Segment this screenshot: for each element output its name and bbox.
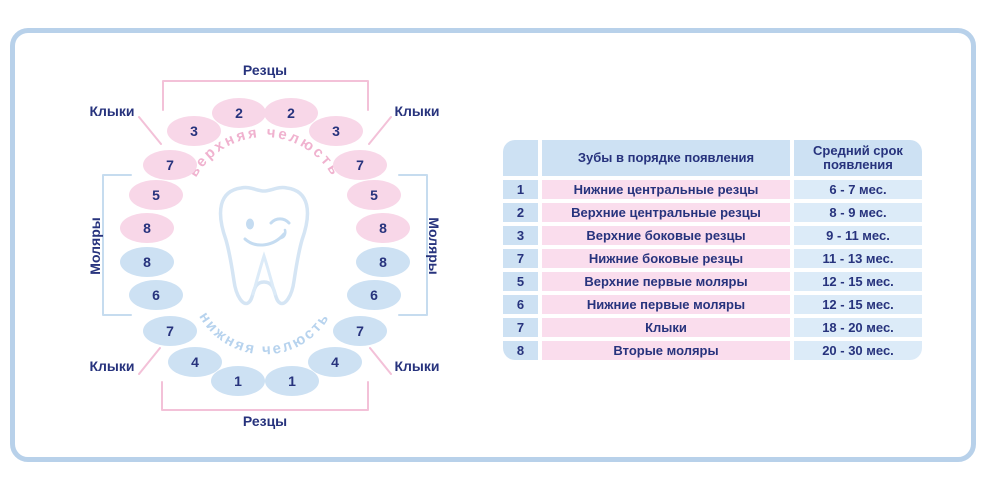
tooth-oval-upper-7-left: 7 <box>143 150 197 180</box>
tooth-wink-eye <box>269 217 291 225</box>
molars-left-bracket <box>102 174 132 316</box>
tooth-oval-upper-5-right: 5 <box>347 180 401 210</box>
table-row-name: Вторые моляры <box>542 341 790 360</box>
tooth-root-gap-line <box>251 251 277 296</box>
tooth-oval-lower-1-right: 1 <box>265 366 319 396</box>
tooth-oval-upper-5-left: 5 <box>129 180 183 210</box>
table-row-num: 6 <box>503 295 538 314</box>
diagram-lines-svg: верхняя челюсть нижняя челюсть <box>102 80 428 411</box>
tooth-oval-lower-8-left: 8 <box>120 247 174 277</box>
molars-right-bracket <box>398 174 428 316</box>
table-row-name: Нижние первые моляры <box>542 295 790 314</box>
table-row-name: Верхние центральные резцы <box>542 203 790 222</box>
tooth-oval-upper-8-left: 8 <box>120 213 174 243</box>
table-row-time: 6 - 7 мес. <box>794 180 922 199</box>
label-canines-top-right: Клыки <box>394 103 440 119</box>
tooth-oval-upper-2-right: 2 <box>264 98 318 128</box>
tooth-oval-lower-4-right: 4 <box>308 347 362 377</box>
tooth-oval-lower-7-right: 7 <box>333 316 387 346</box>
table-row-num: 7 <box>503 249 538 268</box>
table-header-time: Средний срок появления <box>794 140 922 176</box>
table-row-time: 12 - 15 мес. <box>794 272 922 291</box>
tooth-oval-lower-4-left: 4 <box>168 347 222 377</box>
tooth-oval-lower-8-right: 8 <box>356 247 410 277</box>
tooth-smile-curl <box>279 228 287 240</box>
canine-line-top-right <box>368 116 392 145</box>
label-molars-left: Моляры <box>87 217 103 275</box>
label-incisors-bottom: Резцы <box>242 413 288 429</box>
label-incisors-top: Резцы <box>242 62 288 78</box>
label-canines-top-left: Клыки <box>89 103 135 119</box>
tooth-left-eye <box>246 218 254 230</box>
incisors-top-bracket <box>162 80 369 111</box>
teeth-diagram: верхняя челюсть нижняя челюсть 2 2 3 3 7… <box>87 62 442 429</box>
frame-border <box>10 28 976 462</box>
table-row-name: Нижние боковые резцы <box>542 249 790 268</box>
table-header-empty-cell <box>503 140 538 176</box>
label-molars-right: Моляры <box>426 217 442 275</box>
table-row-name: Верхние боковые резцы <box>542 226 790 245</box>
canine-line-bottom-right <box>369 347 392 375</box>
table-row-num: 8 <box>503 341 538 360</box>
table-row-time: 18 - 20 мес. <box>794 318 922 337</box>
tooth-oval-upper-2-left: 2 <box>212 98 266 128</box>
table-row-time: 8 - 9 мес. <box>794 203 922 222</box>
incisors-bottom-bracket <box>161 381 369 411</box>
tooth-oval-upper-3-left: 3 <box>167 116 221 146</box>
canine-line-top-left <box>138 116 162 145</box>
tooth-oval-lower-6-right: 6 <box>347 280 401 310</box>
table-row-time: 9 - 11 мес. <box>794 226 922 245</box>
tooth-oval-upper-8-right: 8 <box>356 213 410 243</box>
table-row-num: 2 <box>503 203 538 222</box>
tooth-oval-lower-1-left: 1 <box>211 366 265 396</box>
eruption-table: Зубы в порядке появления Средний срок по… <box>503 140 922 360</box>
tooth-oval-lower-7-left: 7 <box>143 316 197 346</box>
table-row-num: 1 <box>503 180 538 199</box>
tooth-oval-upper-7-right: 7 <box>333 150 387 180</box>
table-row-num: 5 <box>503 272 538 291</box>
tooth-oval-lower-6-left: 6 <box>129 280 183 310</box>
table-row-time: 20 - 30 мес. <box>794 341 922 360</box>
winking-tooth-icon <box>218 185 310 306</box>
table-row-num: 3 <box>503 226 538 245</box>
table-row-time: 12 - 15 мес. <box>794 295 922 314</box>
table-row-name: Верхние первые моляры <box>542 272 790 291</box>
tooth-oval-upper-3-right: 3 <box>309 116 363 146</box>
table-row-name: Нижние центральные резцы <box>542 180 790 199</box>
table-row-num: 7 <box>503 318 538 337</box>
label-canines-bottom-right: Клыки <box>394 358 440 374</box>
table-header-order: Зубы в порядке появления <box>542 140 790 176</box>
label-canines-bottom-left: Клыки <box>89 358 135 374</box>
lower-jaw-arc-label: нижняя челюсть <box>196 309 331 359</box>
table-row-time: 11 - 13 мес. <box>794 249 922 268</box>
table-row-name: Клыки <box>542 318 790 337</box>
tooth-outline <box>218 185 310 306</box>
lower-jaw-arc-text: нижняя челюсть <box>196 309 334 359</box>
tooth-smile <box>243 232 286 247</box>
canine-line-bottom-left <box>138 347 161 375</box>
